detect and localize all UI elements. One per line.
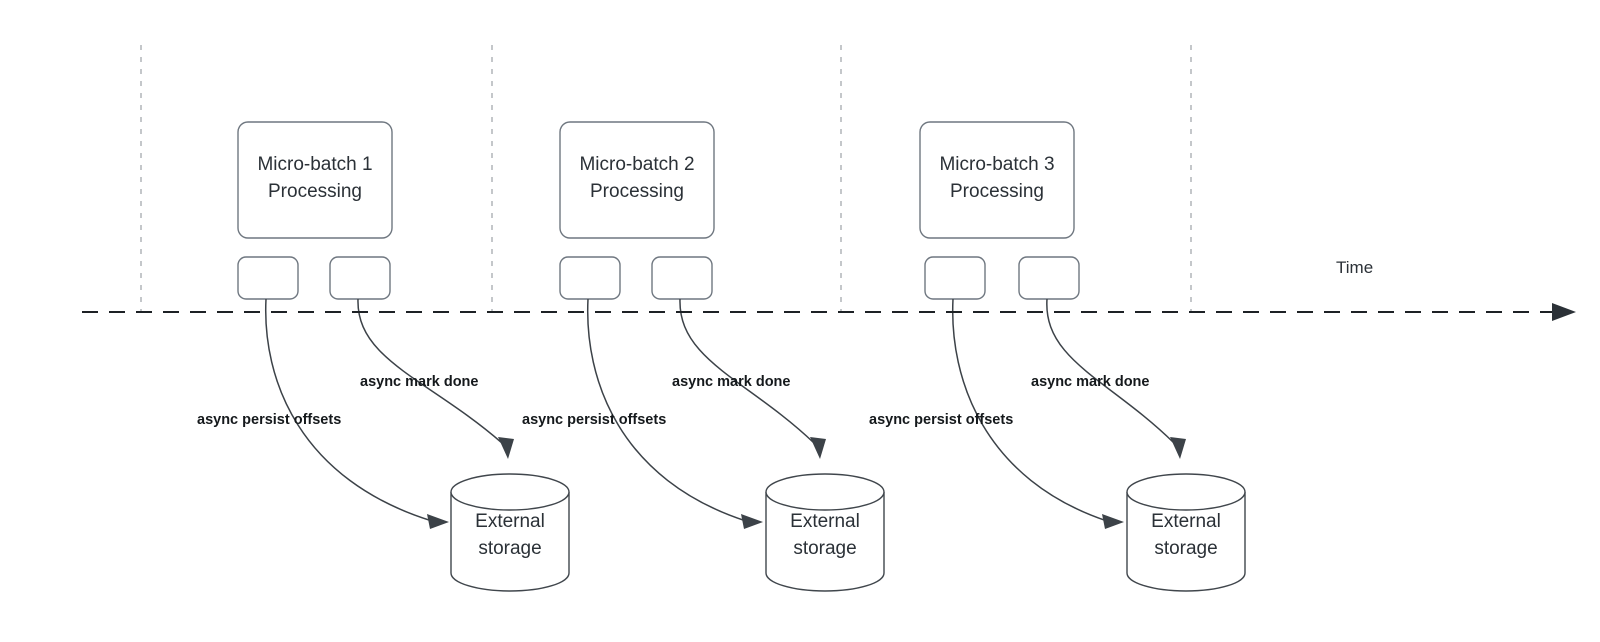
- edge-label-async-persist-offsets-3: async persist offsets: [869, 412, 1013, 428]
- external-storage-2-label-line1: External: [790, 511, 860, 532]
- external-storage-1-label-line1: External: [475, 511, 545, 532]
- edge-async-persist-offsets-2-arrowhead: [741, 514, 763, 529]
- micro-batch-1-box[interactable]: [237, 121, 393, 239]
- micro-batch-3-box[interactable]: [919, 121, 1075, 239]
- edge-async-persist-offsets-3: [951, 298, 1108, 522]
- edge-async-mark-done-1: [357, 298, 503, 444]
- external-storage-2[interactable]: External storage: [765, 473, 885, 592]
- edge-async-mark-done-3: [1046, 298, 1175, 444]
- external-storage-3-label-line1: External: [1151, 511, 1221, 532]
- edge-label-async-mark-done-3: async mark done: [1031, 374, 1149, 390]
- edge-label-async-persist-offsets-1: async persist offsets: [197, 412, 341, 428]
- external-storage-1-body: [450, 492, 570, 592]
- time-axis-label: Time: [1336, 258, 1373, 277]
- group-2: Micro-batch 2 Processing async persist o…: [522, 121, 885, 592]
- micro-batch-3-label-line2: Processing: [950, 181, 1044, 202]
- micro-batch-2-task-box-1[interactable]: [559, 256, 621, 300]
- edge-async-mark-done-3-arrowhead: [1170, 437, 1186, 459]
- external-storage-3-body: [1126, 492, 1246, 592]
- boundary-tick-lines: [140, 45, 1192, 312]
- edge-label-async-mark-done-2: async mark done: [672, 374, 790, 390]
- edge-async-persist-offsets-1-arrowhead: [427, 514, 449, 529]
- external-storage-1-top: [450, 473, 570, 511]
- micro-batch-1-label-line2: Processing: [268, 181, 362, 202]
- micro-batch-3-task-box-2[interactable]: [1018, 256, 1080, 300]
- external-storage-2-label-line2: storage: [793, 538, 856, 559]
- micro-batch-2-box[interactable]: [559, 121, 715, 239]
- edge-async-persist-offsets-1: [264, 298, 433, 522]
- external-storage-1-label-line2: storage: [478, 538, 541, 559]
- external-storage-3-label-line2: storage: [1154, 538, 1217, 559]
- external-storage-3[interactable]: External storage: [1126, 473, 1246, 592]
- micro-batch-1-task-box-1[interactable]: [237, 256, 299, 300]
- micro-batch-1-task-box-2[interactable]: [329, 256, 391, 300]
- external-storage-3-top: [1126, 473, 1246, 511]
- external-storage-2-top: [765, 473, 885, 511]
- edge-async-persist-offsets-2: [586, 298, 747, 522]
- group-1: Micro-batch 1 Processing async persist o…: [197, 121, 570, 592]
- edge-async-persist-offsets-3-arrowhead: [1102, 514, 1124, 529]
- micro-batch-2-label-line2: Processing: [590, 181, 684, 202]
- group-3: Micro-batch 3 Processing async persist o…: [869, 121, 1246, 592]
- micro-batch-3-task-box-1[interactable]: [924, 256, 986, 300]
- time-axis: Time: [82, 258, 1576, 321]
- micro-batch-3-label-line1: Micro-batch 3: [939, 154, 1054, 175]
- time-axis-arrowhead: [1552, 303, 1576, 321]
- micro-batch-2-task-box-2[interactable]: [651, 256, 713, 300]
- edge-async-mark-done-2: [679, 298, 815, 444]
- edge-async-mark-done-2-arrowhead: [810, 437, 826, 459]
- edge-label-async-persist-offsets-2: async persist offsets: [522, 412, 666, 428]
- edge-label-async-mark-done-1: async mark done: [360, 374, 478, 390]
- micro-batch-2-label-line1: Micro-batch 2: [579, 154, 694, 175]
- external-storage-1[interactable]: External storage: [450, 473, 570, 592]
- edge-async-mark-done-1-arrowhead: [498, 437, 514, 459]
- external-storage-2-body: [765, 492, 885, 592]
- micro-batch-1-label-line1: Micro-batch 1: [257, 154, 372, 175]
